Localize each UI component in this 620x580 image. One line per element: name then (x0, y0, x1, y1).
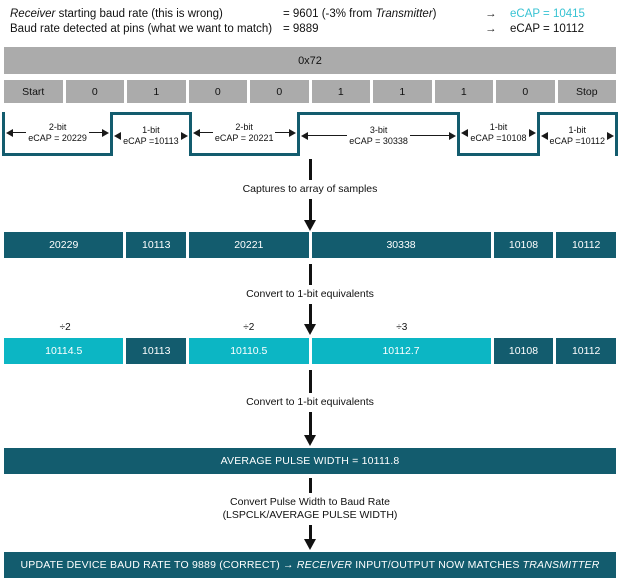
arrowhead-right-icon (449, 131, 457, 140)
arrowhead-right-icon (607, 131, 615, 140)
arrowhead-right-icon (528, 128, 536, 137)
bit-cell: 0 (250, 80, 309, 103)
sample-array-bar: 20229 10113 20221 30338 10108 10112 (4, 232, 617, 258)
arrowhead-left-icon (6, 128, 13, 137)
down-arrowhead-icon (304, 539, 316, 550)
converted-cell: 10113 (126, 338, 187, 364)
bit-cell: 0 (65, 80, 124, 103)
receiver-ecap-value: eCAP = 10415 (510, 8, 585, 20)
arrowhead-left-icon (461, 128, 469, 137)
sample-cell: 10108 (493, 232, 554, 258)
converted-cell: 10114.5 (4, 338, 124, 364)
update-baud-rate-label: UPDATE DEVICE BAUD RATE TO 9889 (CORRECT… (20, 559, 600, 571)
bit-cell: 1 (434, 80, 493, 103)
bit-cell: 1 (311, 80, 370, 103)
byte-value-bar: 0x72 (4, 47, 616, 74)
converted-cell: 10112.7 (311, 338, 491, 364)
bit-cell-stop: Stop (557, 80, 616, 103)
sample-cell: 20221 (189, 232, 309, 258)
sample-cell: 10113 (126, 232, 187, 258)
bit-cell-start: Start (4, 80, 63, 103)
flow-arrow-convert-1: Convert to 1-bit equivalents (0, 264, 620, 335)
flow-arrow-baud-rate: Convert Pulse Width to Baud Rate(LSPCLK/… (0, 478, 620, 550)
down-arrowhead-icon (304, 220, 316, 231)
flow-label: Convert Pulse Width to Baud Rate(LSPCLK/… (222, 495, 398, 521)
arrowhead-left-icon (300, 131, 308, 140)
divisor-label: ÷2 (243, 322, 255, 333)
bit-cell: 0 (188, 80, 247, 103)
arrowhead-right-icon (288, 128, 296, 137)
arrowhead-left-icon (114, 131, 122, 140)
bit-sequence-bar: Start 0 1 0 0 1 1 1 0 Stop (4, 80, 616, 103)
right-arrow-icon: → (485, 8, 497, 20)
divisor-label: ÷3 (396, 322, 408, 333)
right-arrow-icon: → (485, 23, 497, 35)
detected-baud-value: = 9889 (283, 23, 319, 35)
flow-label: Captures to array of samples (242, 183, 378, 195)
average-pulse-width-label: AVERAGE PULSE WIDTH = 10111.8 (220, 455, 400, 467)
down-arrowhead-icon (304, 435, 316, 446)
receiver-baud-label: Receiver starting baud rate (this is wro… (10, 8, 223, 20)
sample-cell: 20229 (4, 232, 124, 258)
converted-cell: 10110.5 (189, 338, 309, 364)
header-row-detected: Baud rate detected at pins (what we want… (10, 22, 584, 36)
bit-cell: 0 (496, 80, 555, 103)
down-arrowhead-icon (304, 324, 316, 335)
arrowhead-left-icon (192, 128, 200, 137)
divisor-labels: ÷2 ÷2 ÷3 (4, 322, 616, 334)
average-pulse-width-bar: AVERAGE PULSE WIDTH = 10111.8 (4, 448, 616, 474)
update-baud-rate-bar: UPDATE DEVICE BAUD RATE TO 9889 (CORRECT… (4, 552, 616, 578)
arrowhead-left-icon (540, 131, 548, 140)
arrowhead-right-icon (102, 128, 110, 137)
flow-label: Convert to 1-bit equivalents (246, 287, 374, 300)
converted-cell: 10112 (556, 338, 617, 364)
bit-cell: 1 (127, 80, 186, 103)
divisor-label: ÷2 (59, 322, 71, 333)
flow-label: Convert to 1-bit equivalents (246, 396, 374, 408)
byte-value-label: 0x72 (298, 54, 322, 67)
bit-cell: 1 (373, 80, 432, 103)
header-row-receiver: Receiver starting baud rate (this is wro… (10, 7, 585, 21)
flow-arrow-captures: Captures to array of samples (0, 159, 620, 231)
converted-cell: 10108 (493, 338, 554, 364)
receiver-baud-value: = 9601 (-3% from Transmitter) (283, 8, 437, 20)
detected-ecap-value: eCAP = 10112 (510, 23, 585, 35)
sample-cell: 30338 (311, 232, 491, 258)
detected-baud-label: Baud rate detected at pins (what we want… (10, 23, 273, 35)
flow-arrow-convert-2: Convert to 1-bit equivalents (0, 370, 620, 446)
sample-cell: 10112 (556, 232, 617, 258)
converted-array-bar: 10114.5 10113 10110.5 10112.7 10108 1011… (4, 338, 617, 364)
arrowhead-right-icon (180, 131, 188, 140)
